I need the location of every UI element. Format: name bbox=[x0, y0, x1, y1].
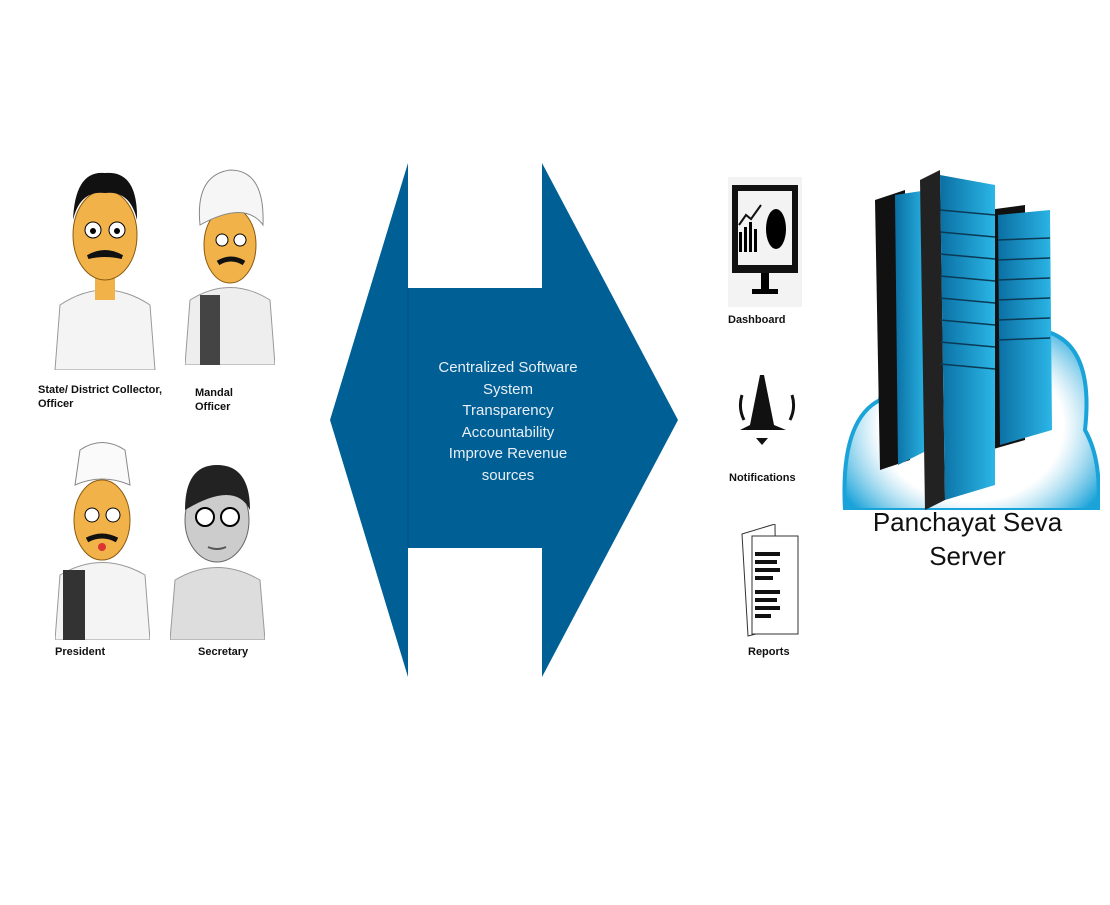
person-label-collector: State/ District Collector, Officer bbox=[38, 384, 163, 410]
center-line: Improve Revenue bbox=[448, 445, 568, 462]
center-benefits-text: Centralized Software System Transparency… bbox=[408, 357, 608, 486]
person-label-secretary: Secretary bbox=[198, 646, 249, 658]
server-title-line1: Panchayat Seva bbox=[872, 507, 1063, 537]
secretary-figure bbox=[170, 465, 265, 640]
center-line: System bbox=[482, 380, 533, 398]
person-label-president: President bbox=[55, 646, 106, 658]
mandal-officer-figure bbox=[185, 169, 275, 365]
server-title: Panchayat Seva Server bbox=[845, 505, 1090, 573]
reports-icon bbox=[741, 524, 799, 637]
server-cloud-icon bbox=[842, 170, 1100, 510]
feature-label-dashboard: Dashboard bbox=[728, 314, 786, 326]
president-figure bbox=[55, 442, 150, 640]
dashboard-monitor-icon bbox=[728, 177, 802, 307]
collector-figure bbox=[54, 172, 156, 370]
center-line: sources bbox=[481, 466, 535, 484]
center-line: Centralized Software bbox=[438, 359, 578, 376]
server-title-line2: Server bbox=[929, 541, 1006, 571]
bell-icon bbox=[738, 375, 796, 445]
person-label-mandal-officer: Mandal Officer bbox=[195, 387, 233, 413]
center-line: Transparency bbox=[462, 402, 554, 419]
feature-label-notifications: Notifications bbox=[729, 472, 796, 484]
center-line: Accountability bbox=[461, 423, 555, 441]
feature-label-reports: Reports bbox=[748, 646, 790, 658]
